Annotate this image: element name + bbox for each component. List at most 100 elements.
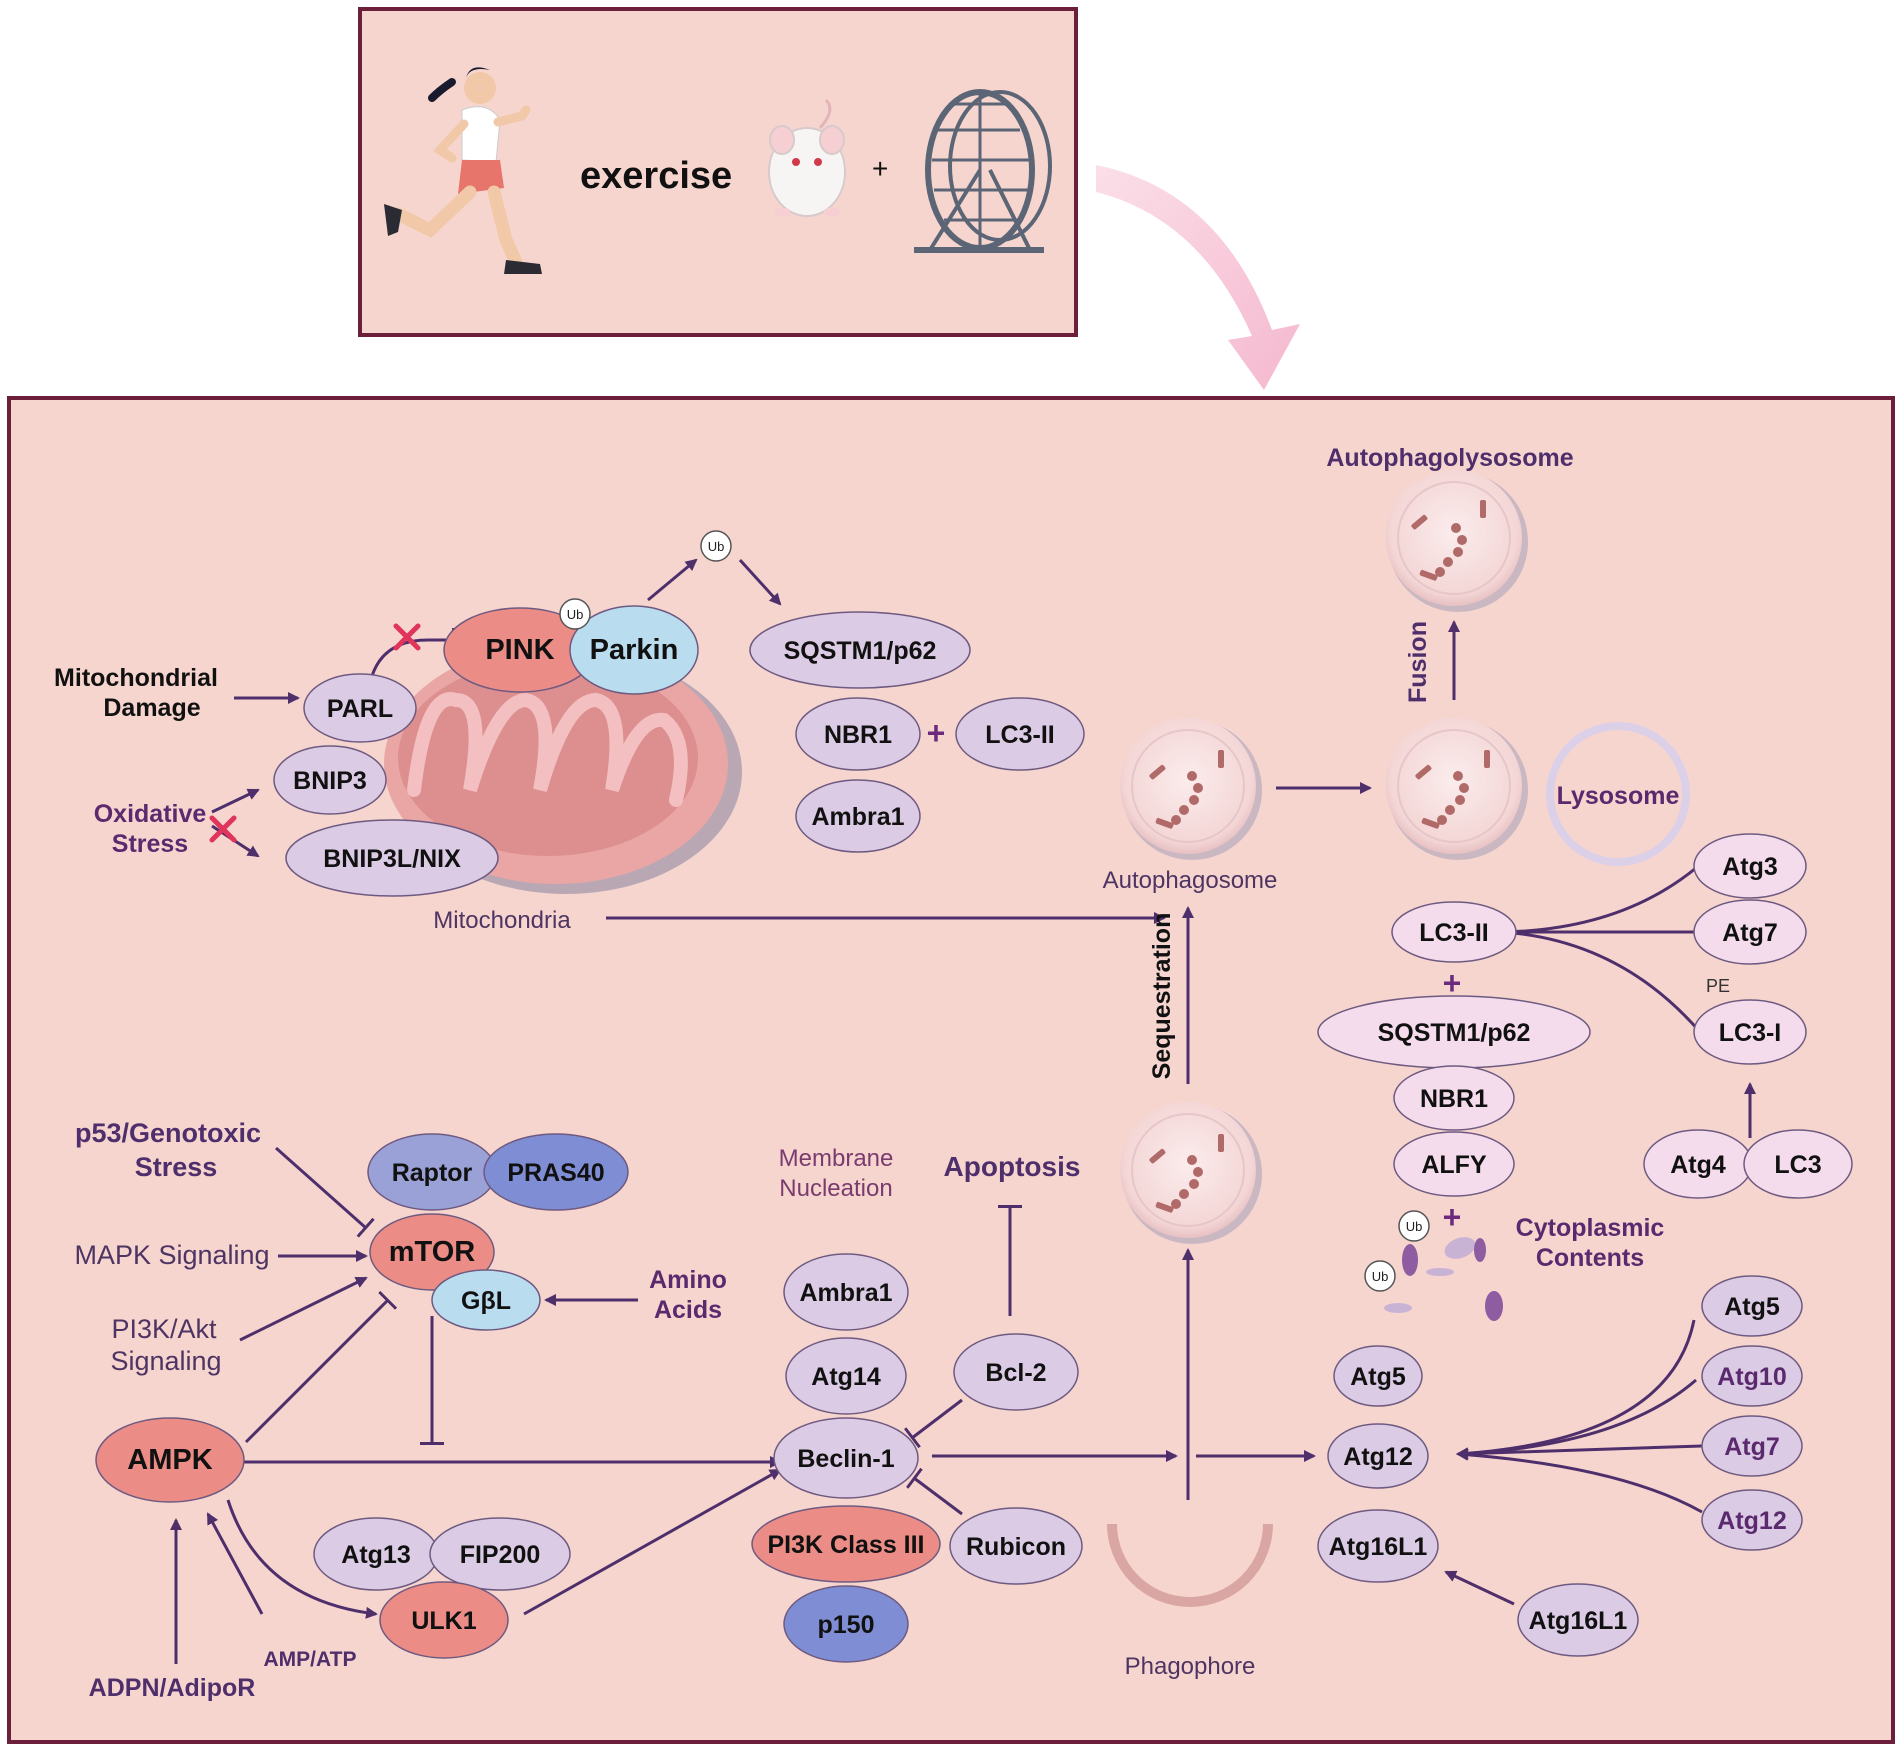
adpn-adipor-label: ADPN/AdipoR bbox=[89, 1674, 256, 1702]
atg16l1-node-label: Atg16L1 bbox=[1329, 1533, 1428, 1561]
pi3k-akt-label: PI3K/Akt bbox=[111, 1314, 217, 1344]
fip200-node-label: FIP200 bbox=[460, 1541, 541, 1569]
autophagolysosome-vesicle bbox=[1386, 470, 1528, 612]
atg3-node: Atg3 bbox=[1693, 833, 1807, 899]
atg7-right-node-label: Atg7 bbox=[1724, 1433, 1780, 1461]
lc3-i-node-shape bbox=[1693, 999, 1807, 1065]
ambra1-node: Ambra1 bbox=[795, 779, 921, 853]
amino-acids-label-2: Acids bbox=[654, 1296, 722, 1324]
ulk1-node-shape bbox=[379, 1581, 509, 1659]
atg4-node-label: Atg4 bbox=[1670, 1151, 1726, 1179]
atg7-right-node: Atg7 bbox=[1701, 1415, 1803, 1477]
lc3-i-node: LC3-I bbox=[1693, 999, 1807, 1065]
atg3-node-shape bbox=[1693, 833, 1807, 899]
p150-node-shape bbox=[783, 1585, 909, 1663]
parl-node: PARL bbox=[303, 673, 417, 743]
main-panel bbox=[7, 396, 1895, 1744]
atg7-right-node-shape bbox=[1701, 1415, 1803, 1477]
lysosome-label: Lysosome bbox=[1557, 782, 1680, 810]
running-wheel-icon bbox=[914, 89, 1052, 253]
svg-text:Ub: Ub bbox=[708, 539, 725, 554]
atg7-lc3-node-label: Atg7 bbox=[1722, 919, 1778, 947]
mitochondrial-damage-label-2: Damage bbox=[103, 694, 200, 722]
alfy-node-shape bbox=[1393, 1131, 1515, 1197]
lysosome-ring bbox=[1546, 722, 1690, 866]
p53-label: p53/Genotoxic bbox=[75, 1118, 261, 1148]
pi3k-class-iii-node-shape bbox=[751, 1505, 941, 1583]
ambra1-node-shape bbox=[795, 779, 921, 853]
inhibition-x-icon bbox=[209, 815, 237, 843]
lc3-ii-right-node: LC3-II bbox=[1391, 901, 1517, 963]
atg7-lc3-node: Atg7 bbox=[1693, 899, 1807, 965]
amp-atp-label: AMP/ATP bbox=[264, 1648, 357, 1671]
pink-node: PINK bbox=[443, 607, 597, 693]
atg12-node-label: Atg12 bbox=[1343, 1443, 1412, 1471]
mapk-label: MAPK Signaling bbox=[74, 1240, 269, 1270]
mouse-icon bbox=[768, 98, 846, 217]
cytoplasmic-contents-label-2: Contents bbox=[1536, 1244, 1644, 1272]
mitochondrial-damage-label: Mitochondrial bbox=[54, 664, 218, 692]
gbl-node: GβL bbox=[431, 1269, 541, 1331]
fip200-node-shape bbox=[429, 1517, 571, 1591]
atg10-right-node-label: Atg10 bbox=[1717, 1363, 1786, 1391]
ub-badge: Ub bbox=[1364, 1260, 1396, 1292]
exercise-label: exercise bbox=[580, 155, 732, 197]
raptor-node-label: Raptor bbox=[392, 1159, 473, 1187]
runner-icon bbox=[384, 67, 542, 274]
bnip3-node-shape bbox=[273, 745, 387, 815]
atg3-node-label: Atg3 bbox=[1722, 853, 1778, 881]
beclin1-node-label: Beclin-1 bbox=[797, 1445, 894, 1473]
mtor-node: mTOR bbox=[369, 1213, 495, 1291]
mtor-node-label: mTOR bbox=[389, 1236, 476, 1268]
rubicon-node-shape bbox=[949, 1507, 1083, 1585]
parl-node-label: PARL bbox=[327, 695, 393, 723]
atg16l1-bottom-node: Atg16L1 bbox=[1517, 1583, 1639, 1657]
ub-badge: Ub bbox=[559, 598, 591, 630]
atg5-right-node: Atg5 bbox=[1701, 1275, 1803, 1337]
atg10-right-node: Atg10 bbox=[1701, 1345, 1803, 1407]
autophagosome-vesicle bbox=[1120, 718, 1262, 860]
inhibition-x-icon bbox=[393, 623, 421, 651]
atg12-right-node: Atg12 bbox=[1701, 1489, 1803, 1551]
p150-node-label: p150 bbox=[818, 1611, 875, 1639]
lc3-i-node-label: LC3-I bbox=[1719, 1019, 1782, 1047]
atg5-node: Atg5 bbox=[1333, 1345, 1423, 1407]
nbr1-node-label: NBR1 bbox=[824, 721, 892, 749]
pras40-node: PRAS40 bbox=[483, 1133, 629, 1211]
nbr1-node-shape bbox=[795, 697, 921, 771]
ampk-node-label: AMPK bbox=[127, 1444, 212, 1476]
sequestration-label: Sequestration bbox=[1148, 913, 1176, 1080]
oxidative-stress-label: Oxidative bbox=[94, 800, 207, 828]
membrane-nucleation-label: Membrane bbox=[779, 1145, 894, 1172]
bnip3l-node: BNIP3L/NIX bbox=[285, 819, 499, 897]
lc3-node: LC3 bbox=[1743, 1129, 1853, 1199]
p53-label-2: Stress bbox=[135, 1152, 218, 1182]
oxidative-stress-label-2: Stress bbox=[112, 830, 188, 858]
ampk-node: AMPK bbox=[95, 1417, 245, 1503]
atg12-node-shape bbox=[1327, 1423, 1429, 1489]
bnip3-node: BNIP3 bbox=[273, 745, 387, 815]
bcl2-node-label: Bcl-2 bbox=[985, 1359, 1046, 1387]
pi3k-class-iii-node: PI3K Class III bbox=[751, 1505, 941, 1583]
ambra1-nucleation-node-label: Ambra1 bbox=[799, 1279, 892, 1307]
lc3-ii-right-node-label: LC3-II bbox=[1419, 919, 1488, 947]
big-curved-arrow bbox=[1096, 165, 1300, 390]
gbl-node-shape bbox=[431, 1269, 541, 1331]
ub-badge: Ub bbox=[700, 530, 732, 562]
mitochondria-label: Mitochondria bbox=[433, 907, 571, 934]
beclin1-node-shape bbox=[773, 1417, 919, 1499]
atg12-right-node-label: Atg12 bbox=[1717, 1507, 1786, 1535]
fusion-label: Fusion bbox=[1404, 621, 1432, 703]
beclin1-node: Beclin-1 bbox=[773, 1417, 919, 1499]
phagophore-label: Phagophore bbox=[1125, 1653, 1256, 1680]
sqstm1-p62-node: SQSTM1/p62 bbox=[749, 611, 971, 689]
atg5-right-node-shape bbox=[1701, 1275, 1803, 1337]
atg16l1-bottom-node-label: Atg16L1 bbox=[1529, 1607, 1628, 1635]
pi3k-akt-label-2: Signaling bbox=[110, 1346, 221, 1376]
ulk1-node: ULK1 bbox=[379, 1581, 509, 1659]
ambra1-node-label: Ambra1 bbox=[811, 803, 904, 831]
forming-autophagosome-vesicle bbox=[1120, 1102, 1262, 1244]
ambra1-nucleation-node: Ambra1 bbox=[783, 1253, 909, 1331]
ub-badge: Ub bbox=[1398, 1210, 1430, 1242]
plus-sign: + bbox=[1443, 965, 1462, 1001]
